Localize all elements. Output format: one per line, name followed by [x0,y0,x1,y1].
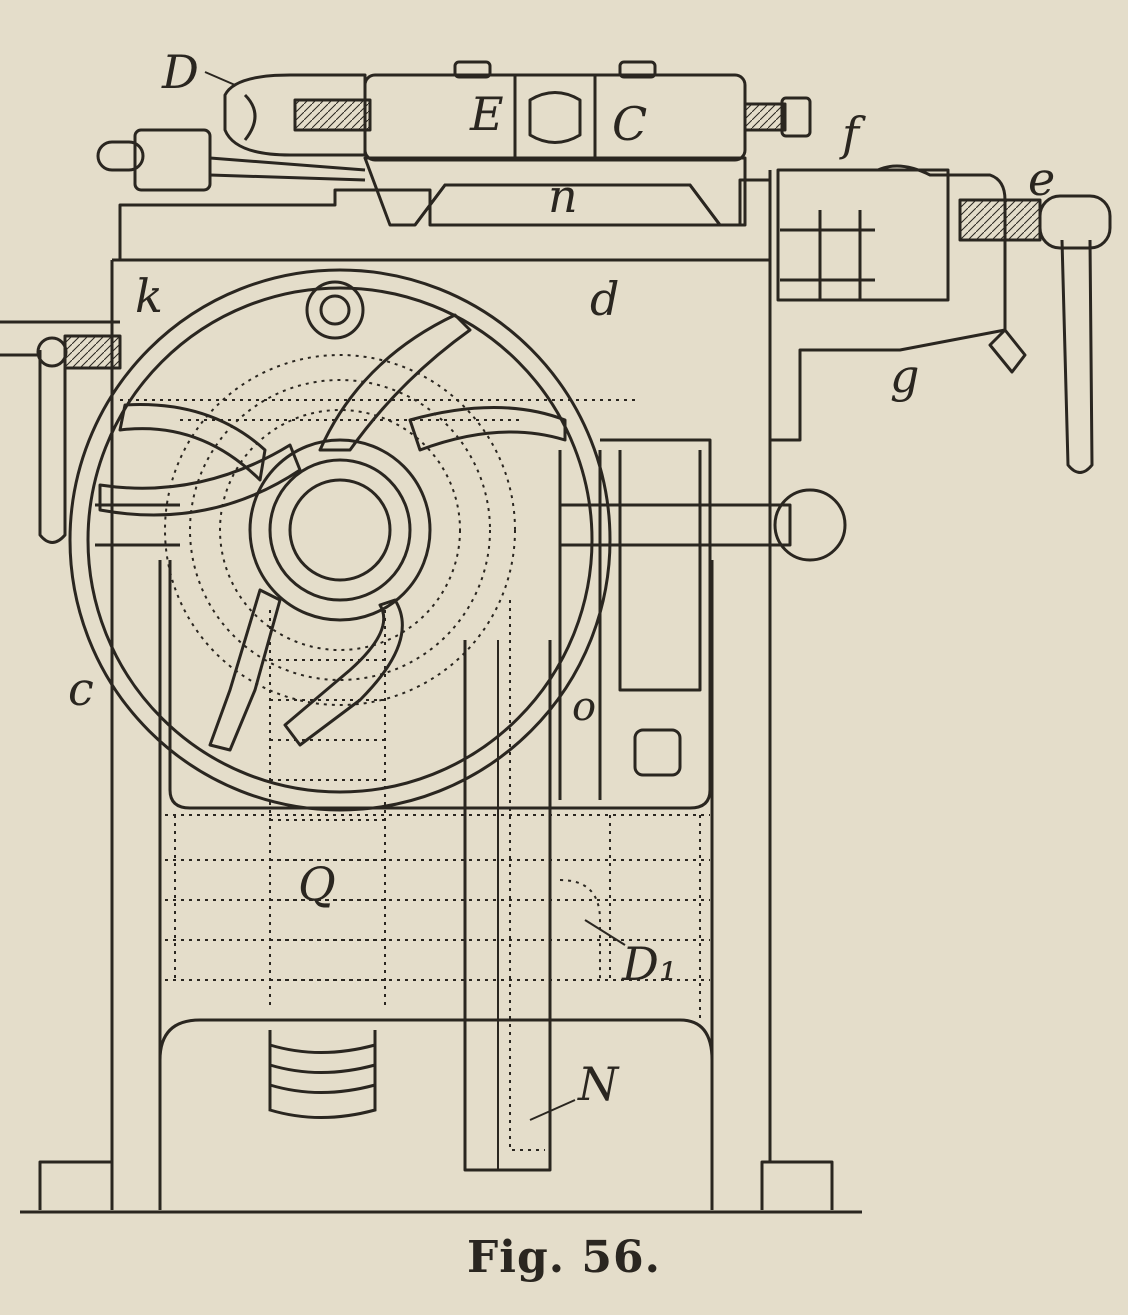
slide-dovetail [413,183,722,226]
spring-e [958,198,1042,242]
label-g: g [890,349,919,403]
label-d1: D₁ [621,937,677,991]
pulley-d [223,73,367,157]
top-block-bore [528,91,582,144]
housing [168,438,712,810]
label-c-left: c [68,662,94,716]
top-bolt-right [618,60,657,79]
label-k: k [135,269,163,323]
hidden-case [165,814,710,981]
lever-k-handle [38,350,67,544]
right-foot [760,1160,834,1210]
label-c-top: C [612,97,647,151]
handwheel-rim-outer [68,268,612,812]
top-bolt-left [453,60,492,79]
label-o: o [572,684,596,730]
leader-d [204,71,236,86]
left-bracket-knob [96,140,145,172]
lever-e-handle [1060,239,1094,474]
hidden-gear-1 [164,354,516,706]
top-block [363,73,747,162]
label-e-top: E [469,87,504,141]
left-foot [38,1160,114,1210]
lever-k-pin [36,336,68,368]
adjust-screw [743,102,787,132]
lever-e-head [1038,194,1112,250]
frame-arch [158,1018,714,1210]
hidden-top [120,399,640,421]
handwheel-hub-inner [288,478,392,582]
adjust-nut [780,96,812,138]
spoke-1 [118,403,267,482]
handwheel-rim-inner [86,286,594,794]
hidden-worm [269,610,386,1010]
handle-bar [560,503,792,547]
left-bracket [133,128,212,192]
side-inner [780,210,875,300]
lever-g-tab [988,328,1027,374]
hidden-guide [509,600,601,1151]
label-n: n [548,169,578,223]
right-guide [558,450,702,800]
spoke-5 [208,588,282,752]
label-f: f [839,107,866,161]
label-n-bottom: N [577,1057,620,1111]
label-d: d [590,272,619,326]
wheel-eye-hole [319,294,351,326]
hidden-gear-3 [219,409,461,651]
handle-knob [773,488,847,562]
screw-k [63,334,122,370]
label-d-top: D [161,45,199,99]
worm-end-threads [269,1043,376,1094]
label-q: Q [298,857,336,911]
side-arm [770,164,1007,442]
wheel-eye [305,280,365,340]
figure-caption: Fig. 56. [467,1232,661,1283]
pulley-hub [293,98,372,132]
spoke-6 [98,443,302,517]
handwheel-hub-outer [248,438,432,622]
hidden-gear-2 [189,379,491,681]
leader-d1 [584,919,626,946]
pulley-groove [243,93,257,141]
oil-cup [633,728,682,777]
leader-n [529,1099,576,1121]
handwheel-hub-mid [268,458,412,602]
hidden-case-sides [174,815,701,1020]
side-slide-f [776,168,950,302]
worm-end [268,1030,377,1119]
spoke-3 [408,406,567,452]
frame-upper [118,178,770,260]
left-belt [209,156,366,182]
spoke-2 [318,313,472,452]
column-o [463,640,552,1172]
spoke-4 [283,598,404,747]
label-e: e [1028,152,1055,206]
hidden-worm-threads [270,659,385,981]
